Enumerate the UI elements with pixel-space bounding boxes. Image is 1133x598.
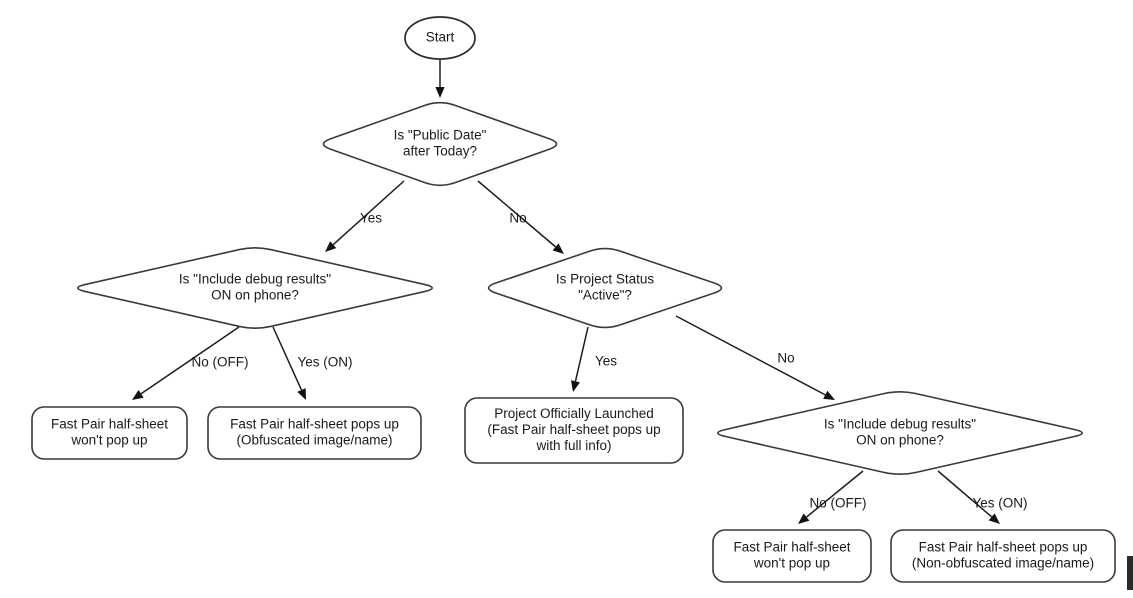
edge-label-e-debugright-yes: Yes (ON) [972, 496, 1027, 511]
node-label: won't pop up [70, 433, 147, 448]
node-label: Fast Pair half-sheet [51, 417, 168, 432]
nodes-layer: Start Is "Public Date"after Today? Is "Inc… [31, 16, 1116, 583]
node-label: (Fast Pair half-sheet pops up [487, 422, 660, 437]
node-label: ON on phone? [211, 288, 299, 303]
arrow-head-icon [435, 87, 445, 98]
node-label: (Non-obfuscated image/name) [912, 556, 1094, 571]
edge-line [332, 180, 405, 246]
node-shape-rounded-rect [464, 397, 684, 464]
node-label: Is Project Status [556, 272, 655, 287]
node-label: Start [426, 30, 455, 45]
node-shape-rounded-rect [31, 406, 188, 460]
node-label: after Today? [403, 144, 477, 159]
node-out-yes-debug-left[interactable]: Fast Pair half-sheet pops up(Obfuscated … [207, 406, 422, 460]
edges-layer [132, 59, 1000, 524]
node-debug-left[interactable]: Is "Include debug results"ON on phone? [77, 246, 434, 330]
node-label: Is "Include debug results" [824, 417, 976, 432]
edge-e-status-yes [570, 326, 589, 392]
edge-e-debugleft-no [132, 326, 240, 400]
node-label: with full info) [535, 438, 611, 453]
edge-e-debugleft-yes [272, 326, 306, 400]
node-label: Fast Pair half-sheet [733, 540, 850, 555]
node-label: (Obfuscated image/name) [236, 433, 392, 448]
edge-label-e-debugright-no: No (OFF) [810, 496, 867, 511]
node-label: Is "Include debug results" [179, 272, 331, 287]
node-label: "Active"? [578, 288, 632, 303]
edge-label-e-debugleft-yes: Yes (ON) [297, 355, 352, 370]
node-label: Fast Pair half-sheet pops up [919, 540, 1088, 555]
arrow-head-icon [552, 243, 564, 254]
edge-label-e-debugleft-no: No (OFF) [192, 355, 249, 370]
node-shape-diamond [487, 247, 723, 329]
node-label: won't pop up [753, 556, 830, 571]
node-shape-rounded-rect [890, 529, 1116, 583]
node-launched[interactable]: Project Officially Launched(Fast Pair ha… [464, 397, 684, 464]
arrow-head-icon [325, 241, 337, 252]
arrow-head-icon [570, 380, 580, 392]
edge-line [675, 315, 826, 396]
arrow-head-icon [988, 513, 1000, 524]
arrow-head-icon [297, 388, 306, 400]
arrow-head-icon [823, 390, 835, 400]
edge-e-debugright-no [798, 470, 864, 524]
node-label: Fast Pair half-sheet pops up [230, 417, 399, 432]
node-label: Project Officially Launched [494, 406, 654, 421]
arrow-head-icon [132, 390, 144, 400]
node-out-yes-debug-right[interactable]: Fast Pair half-sheet pops up(Non-obfusca… [890, 529, 1116, 583]
node-project-status[interactable]: Is Project Status"Active"? [487, 247, 723, 329]
scrollbar-artifact [1127, 556, 1133, 590]
node-shape-diamond [77, 246, 434, 330]
edge-label-e-date-no: No [509, 211, 526, 226]
edge-e-date-yes [325, 180, 405, 252]
node-debug-right[interactable]: Is "Include debug results"ON on phone? [717, 390, 1083, 476]
node-start[interactable]: Start [404, 16, 476, 60]
node-public-date[interactable]: Is "Public Date"after Today? [322, 101, 558, 187]
node-shape-rounded-rect [207, 406, 422, 460]
edge-e-status-no [675, 315, 835, 400]
edge-line [574, 326, 589, 382]
edge-line [272, 326, 303, 391]
node-shape-diamond [322, 101, 558, 187]
edge-e-start-date [435, 59, 445, 98]
node-shape-diamond [717, 390, 1083, 476]
edge-line [806, 470, 864, 518]
node-shape-rounded-rect [712, 529, 872, 583]
edge-e-date-no [477, 180, 564, 254]
edge-label-e-date-yes: Yes [360, 211, 382, 226]
node-label: Is "Public Date" [394, 128, 487, 143]
edge-line [477, 180, 557, 248]
edge-line [140, 326, 240, 395]
edge-e-debugright-yes [937, 470, 1000, 524]
node-shape-ellipse [404, 16, 476, 60]
edge-label-e-status-yes: Yes [595, 354, 617, 369]
node-label: ON on phone? [856, 433, 944, 448]
edge-line [937, 470, 993, 518]
edge-label-e-status-no: No [777, 351, 794, 366]
arrow-head-icon [798, 513, 810, 524]
